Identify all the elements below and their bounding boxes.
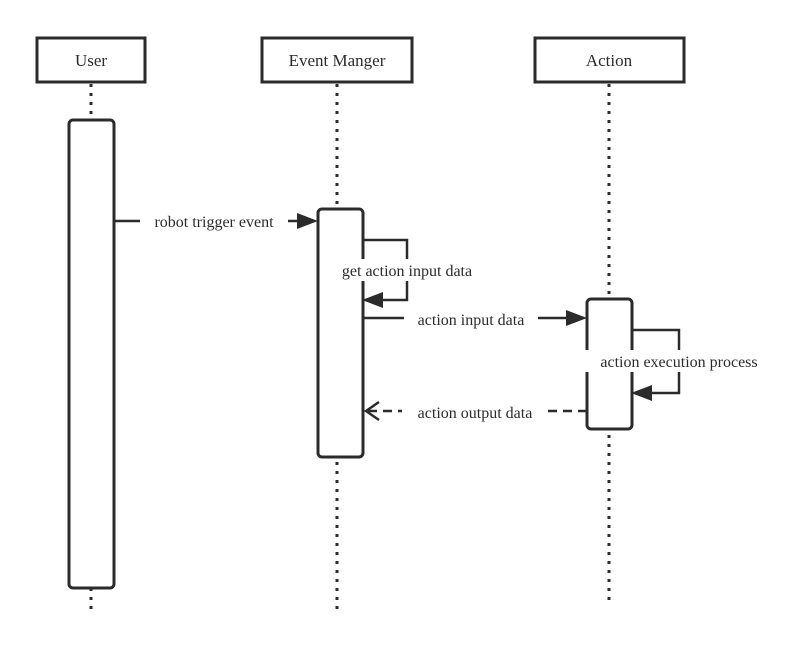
participant-action-label: Action (586, 51, 633, 70)
arrow-head-icon (566, 310, 587, 326)
participant-user: User (35, 36, 147, 84)
message-label: get action input data (342, 263, 472, 280)
message-label: action output data (418, 405, 533, 422)
participant-event-manager: Event Manger (260, 36, 414, 84)
message-robot-trigger-event: robot trigger event (114, 210, 318, 232)
participant-action-box (533, 36, 686, 84)
event-manager-activation-bar (316, 207, 365, 459)
message-action-output-data: action output data (363, 400, 587, 423)
user-activation-bar (67, 118, 116, 590)
message-label: robot trigger event (154, 214, 274, 231)
participant-user-box (35, 36, 147, 84)
arrow-head-icon (631, 385, 652, 401)
participant-event-manager-box (260, 36, 414, 84)
open-arrow-head-icon (363, 400, 380, 422)
arrow-head-icon (362, 292, 383, 308)
arrow-head-icon (297, 213, 318, 229)
message-get-action-input-data: get action input data (326, 238, 488, 308)
message-action-execution-process: action execution process (582, 328, 776, 401)
participant-user-label: User (75, 51, 107, 70)
participant-action: Action (533, 36, 686, 84)
message-label: action execution process (600, 354, 757, 371)
message-action-input-data: action input data (363, 308, 587, 330)
message-label: action input data (418, 312, 525, 329)
participant-event-manager-label: Event Manger (289, 51, 386, 70)
